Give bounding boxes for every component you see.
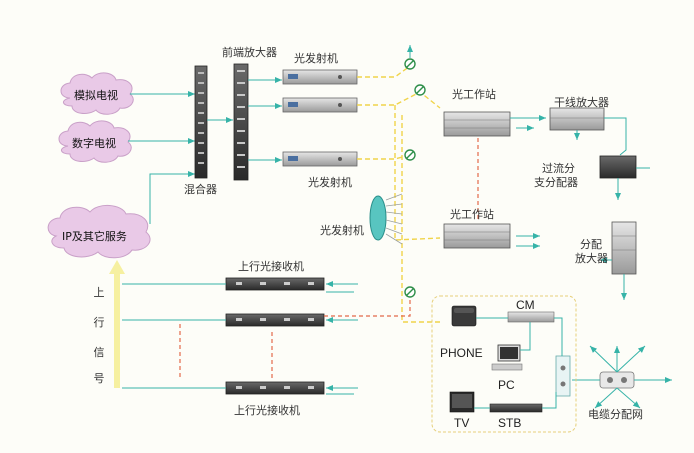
preamp-label: 前端放大器	[222, 46, 277, 59]
dist-amp-label-2: 放大器	[575, 252, 608, 265]
upstream-rx-3	[225, 381, 325, 395]
upstream-rx-inputs	[326, 281, 358, 395]
upstream-label-char-1: 上	[93, 286, 105, 299]
upstream-label-char-3: 信	[93, 346, 105, 359]
cable-network-lines	[572, 345, 672, 409]
optical-tx-3	[282, 151, 358, 167]
upstream-rx-top-label: 上行光接收机	[238, 260, 304, 273]
optical-node-1	[443, 111, 511, 137]
cm-device	[507, 311, 555, 323]
preamp-to-tx-lines	[248, 77, 282, 163]
upstream-rx-2	[225, 313, 325, 327]
tv-label: TV	[454, 416, 470, 430]
node-output-lines	[510, 115, 546, 249]
optical-splitter-2	[414, 84, 426, 96]
upstream-signal-arrow	[109, 260, 125, 388]
mixer-label: 混合器	[184, 183, 217, 196]
upstream-rx-1	[225, 277, 325, 291]
phone-label: PHONE	[440, 346, 483, 360]
cable-network-hub	[599, 371, 635, 389]
distribution-amplifier	[611, 221, 637, 275]
home-splitter	[555, 355, 571, 397]
pc-device	[491, 344, 523, 371]
optical-splitter-3	[404, 149, 416, 161]
tx-optical-links	[357, 65, 441, 323]
dist-amp-lines	[600, 257, 627, 300]
tv-device	[449, 391, 475, 413]
cm-label: CM	[516, 298, 535, 312]
optical-node-2-label: 光工作站	[450, 208, 494, 221]
pc-label: PC	[498, 378, 515, 392]
phone-device	[451, 305, 477, 327]
optical-tx-2	[282, 97, 358, 113]
optical-splitter-1	[404, 58, 416, 70]
trunk-amplifier	[549, 107, 605, 131]
optical-tx-1	[282, 69, 358, 85]
upstream-label-char-2: 行	[93, 316, 105, 329]
optical-tx-mid-label: 光发射机	[308, 176, 352, 189]
tap-lines	[615, 167, 650, 200]
preamp-device	[233, 63, 249, 181]
home-area-border	[431, 295, 577, 433]
optical-tx-top-label: 光发射机	[294, 52, 338, 65]
optical-splitter-4	[404, 286, 416, 298]
upstream-optical-links	[179, 298, 411, 380]
trunk-lines	[574, 117, 627, 156]
tap-splitter-label-1: 过流分	[542, 162, 575, 175]
optical-tx-side-label: 光发射机	[320, 224, 364, 237]
cloud-ip-services-label: IP及其它服务	[62, 230, 127, 243]
stb-device	[489, 403, 543, 413]
tap-splitter-device	[599, 155, 637, 179]
dist-amp-label-1: 分配	[580, 238, 602, 251]
optical-node-1-label: 光工作站	[452, 88, 496, 101]
cloud-digital-tv-label: 数字电视	[72, 137, 116, 150]
stb-label: STB	[498, 416, 522, 430]
tap-splitter-label-2: 支分配器	[534, 176, 578, 189]
cable-network-label: 电缆分配网	[588, 408, 643, 421]
upstream-label-char-4: 号	[93, 372, 105, 385]
trunk-amp-label: 干线放大器	[554, 96, 609, 109]
optical-node-2	[443, 223, 511, 249]
cloud-analog-tv-label: 模拟电视	[74, 89, 118, 102]
cloud-ip-services	[47, 205, 151, 259]
mixer-device	[194, 65, 208, 179]
cloud-digital-tv	[58, 120, 132, 163]
home-wiring	[474, 317, 563, 409]
optical-splitter-main	[369, 193, 403, 245]
cloud-feed-lines	[128, 91, 195, 224]
upstream-rx-bottom-label: 上行光接收机	[234, 404, 300, 417]
upstream-rx-outputs	[122, 283, 226, 389]
